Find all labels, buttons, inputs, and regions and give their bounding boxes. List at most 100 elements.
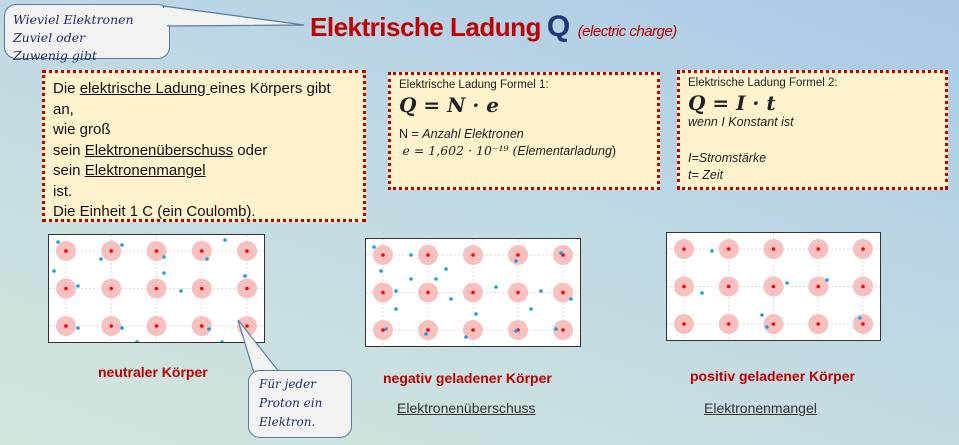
proton [771, 284, 776, 289]
electron [760, 313, 764, 317]
lattice-neutral [48, 234, 265, 343]
proton [64, 249, 68, 253]
proton [816, 284, 821, 289]
electron [379, 269, 383, 273]
label-negative: negativ geladener Körper [383, 370, 552, 386]
proton [726, 284, 731, 289]
electron [424, 332, 428, 336]
electron [559, 251, 563, 255]
electron [52, 269, 56, 273]
proton [381, 253, 385, 257]
proton [471, 290, 475, 295]
electron [120, 243, 124, 247]
formula1-box: Elektrische Ladung Formel 1: Q = N · e N… [388, 72, 660, 190]
label-positive: positiv geladener Körper [690, 368, 855, 384]
electron [434, 277, 438, 281]
proton [561, 290, 565, 295]
proton [199, 286, 204, 291]
electron [394, 307, 398, 311]
callout-top-line2: Zuwenig gibt [13, 48, 97, 63]
electron [162, 271, 166, 275]
proton [426, 290, 430, 295]
proton [154, 249, 159, 253]
proton [426, 328, 430, 332]
proton [199, 249, 204, 253]
proton [861, 284, 865, 289]
formula2: Q = I · t [688, 91, 776, 115]
proton [64, 286, 68, 291]
proton [471, 328, 475, 332]
label-neutral: neutraler Körper [98, 364, 208, 380]
title-subtitle: (electric charge) [577, 23, 678, 40]
electron [120, 326, 124, 330]
formula1: Q = N · e [399, 93, 499, 117]
proton [381, 290, 385, 295]
callout-top: Wieviel Elektronen Zuviel oder Zuwenig g… [4, 4, 170, 63]
proton [426, 253, 430, 257]
proton [682, 284, 686, 289]
proton [771, 322, 776, 326]
electron [394, 289, 398, 293]
electron [700, 291, 704, 295]
electron [205, 257, 209, 261]
electron [243, 274, 247, 278]
electron [223, 238, 227, 242]
proton [816, 247, 821, 251]
electron [384, 327, 388, 331]
proton [726, 247, 731, 251]
electron [76, 326, 80, 330]
lattice-positive [666, 232, 881, 341]
electron [569, 297, 573, 301]
electron [710, 249, 714, 253]
proton [516, 290, 520, 295]
proton [516, 253, 520, 257]
callout-top-line1: Wieviel Elektronen Zuviel oder [13, 12, 134, 45]
proton [682, 247, 686, 251]
electron [765, 325, 769, 329]
electron [825, 278, 829, 282]
formula2-heading: Elektrische Ladung Formel 2: [688, 77, 838, 89]
electron [444, 267, 448, 271]
electron [514, 259, 518, 263]
proton [816, 322, 821, 326]
electron [464, 335, 468, 339]
proton [154, 286, 159, 291]
formula1-heading: Elektrische Ladung Formel 1: [399, 79, 549, 91]
electron [785, 281, 789, 285]
proton [771, 247, 776, 251]
formula2-box: Elektrische Ladung Formel 2: Q = I · t w… [677, 70, 948, 190]
electron [372, 245, 376, 249]
title-main: Elektrische Ladung [310, 12, 541, 42]
proton [381, 328, 385, 332]
electron [449, 297, 453, 301]
electron [554, 327, 558, 331]
proton [109, 249, 114, 253]
proton [109, 286, 114, 291]
lattice-negative [365, 238, 581, 347]
electron [409, 253, 413, 257]
proton [199, 324, 204, 328]
electron [162, 255, 166, 259]
unit-text: Die Einheit 1 C (ein Coulomb). [53, 203, 256, 220]
proton [561, 328, 565, 332]
electron [858, 316, 862, 320]
electron [514, 329, 518, 333]
electron [220, 340, 224, 342]
proton [245, 249, 249, 253]
proton [109, 324, 114, 328]
electron [409, 277, 413, 281]
electron [474, 312, 478, 316]
electron [56, 240, 60, 244]
electron [76, 284, 80, 288]
proton [245, 286, 249, 291]
callout-top-pointer [160, 5, 305, 27]
proton [471, 253, 475, 257]
term-mangel: Elektronenmangel [84, 162, 206, 179]
electron [494, 285, 498, 289]
electron [529, 307, 533, 311]
proton [861, 247, 865, 251]
title-symbol: Q [546, 10, 570, 43]
callout-bottom: Für jeder Proton ein Elektron. [248, 370, 352, 438]
term-ueberschuss: Elektronenüberschuss [84, 141, 234, 159]
